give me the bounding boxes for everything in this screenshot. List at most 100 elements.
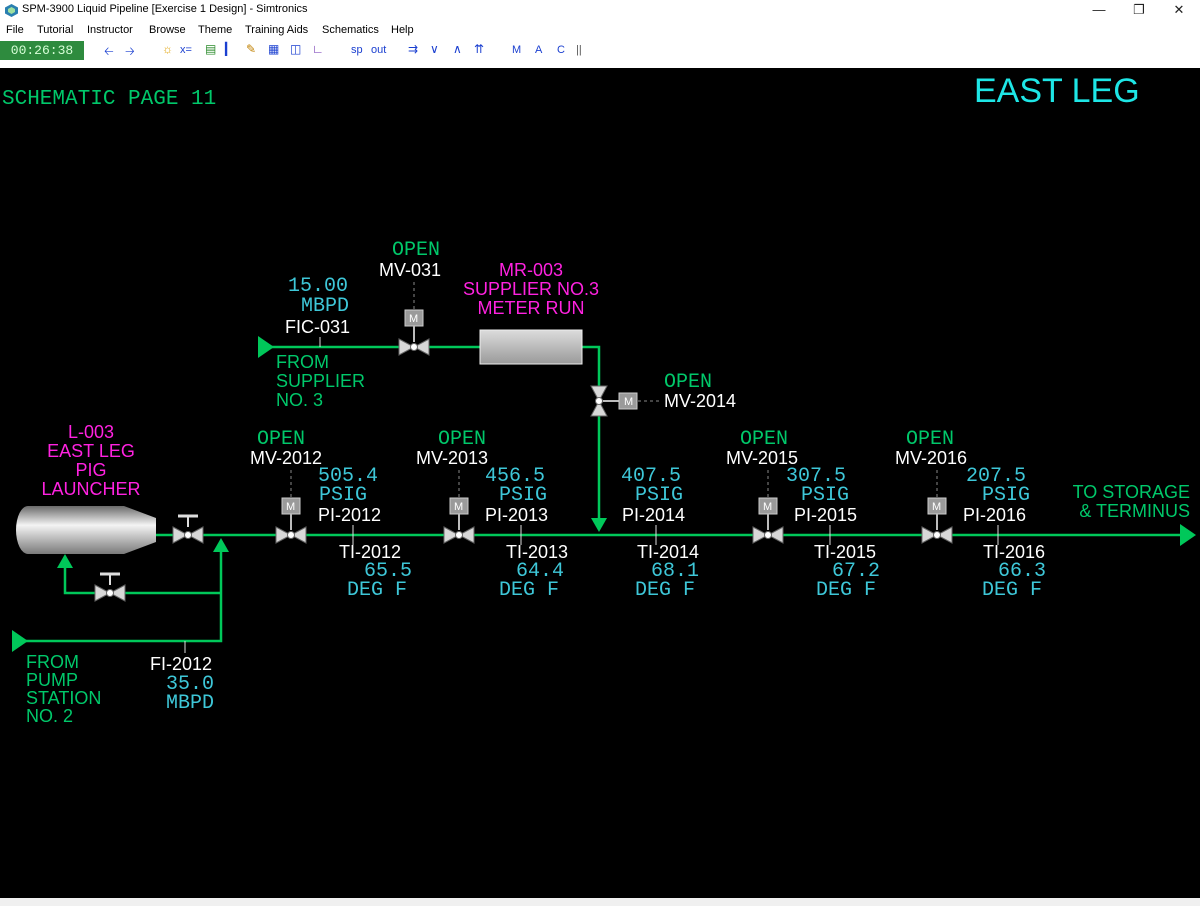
pi-2016-tag[interactable]: PI-2016 (963, 505, 1027, 525)
pi-2015-unit: PSIG (801, 484, 850, 507)
to-storage-label: TO STORAGE& TERMINUS (1072, 482, 1190, 521)
ti-2013-tag[interactable]: TI-2013 (506, 542, 569, 562)
pi-2014-tag[interactable]: PI-2014 (622, 505, 686, 525)
ti-2016-unit: DEG F (982, 579, 1043, 602)
launcher-bypass-valve[interactable] (94, 584, 126, 602)
mv-2015-status: OPEN (740, 428, 789, 451)
pi-2015-value: 307.5 (786, 465, 847, 488)
pig-launcher-vessel[interactable] (16, 506, 156, 554)
mv-2013-status: OPEN (438, 428, 487, 451)
mv-2015-valve[interactable] (752, 470, 784, 544)
back-arrow-icon[interactable]: 🡠 (104, 44, 114, 58)
auto-button[interactable]: A (535, 44, 543, 56)
mv-031-tag[interactable]: MV-031 (379, 260, 442, 280)
fi-2012-tag[interactable]: FI-2012 (150, 654, 213, 674)
instrument-ticks (184, 337, 999, 653)
fic-031-unit: MBPD (301, 295, 350, 318)
pi-2012-unit: PSIG (319, 484, 368, 507)
pi-2015-tag[interactable]: PI-2015 (794, 505, 858, 525)
mv-2016-valve[interactable] (921, 470, 953, 544)
svg-text:M: M (624, 396, 633, 408)
pi-2013-unit: PSIG (499, 484, 548, 507)
chevron-up-icon[interactable]: ∧ (453, 42, 462, 56)
launcher-outlet-valve[interactable] (172, 526, 204, 544)
svg-text:M: M (409, 313, 418, 325)
menu-theme[interactable]: Theme (198, 24, 233, 36)
menu-tutorial[interactable]: Tutorial (37, 24, 74, 36)
grid-icon[interactable]: ▦ (268, 42, 280, 56)
list-icon[interactable]: ▤ (205, 42, 217, 56)
menu-browse[interactable]: Browse (149, 24, 186, 36)
menu-instructor[interactable]: Instructor (87, 24, 133, 36)
pi-2013-tag[interactable]: PI-2013 (485, 505, 549, 525)
out-button[interactable]: out (371, 44, 387, 56)
sim-clock: 00:26:38 (0, 41, 84, 60)
app-icon (5, 4, 18, 17)
pi-2016-value: 207.5 (966, 465, 1027, 488)
restore-button[interactable]: ❐ (1133, 2, 1145, 17)
trend-icon[interactable]: ✎ (246, 42, 257, 56)
fic-031-tag[interactable]: FIC-031 (285, 317, 351, 337)
menu-file[interactable]: File (6, 24, 24, 36)
pipes (20, 345, 1180, 643)
cascade-button[interactable]: C (557, 44, 565, 56)
manual-button[interactable]: M (512, 44, 522, 56)
ti-2015-tag[interactable]: TI-2015 (814, 542, 877, 562)
close-button[interactable]: ✕ (1173, 2, 1185, 17)
schematic-page-label: SCHEMATIC PAGE 11 (2, 88, 217, 111)
page-title: EAST LEG (974, 72, 1140, 110)
mv-2016-tag[interactable]: MV-2016 (895, 448, 968, 468)
double-chevron-up-icon[interactable]: ⇈ (474, 42, 485, 56)
ti-2012-tag[interactable]: TI-2012 (339, 542, 402, 562)
ti-2012-value: 65.5 (364, 560, 413, 583)
bar-icon[interactable]: ▎ (225, 42, 235, 56)
pi-2012-tag[interactable]: PI-2012 (318, 505, 382, 525)
fi-2012-unit: MBPD (166, 692, 215, 715)
variable-icon[interactable]: x= (180, 44, 192, 56)
ti-2014-tag[interactable]: TI-2014 (637, 542, 700, 562)
mv-2013-valve[interactable] (443, 470, 475, 544)
toolbar: 00:26:38 🡠 🡢 ☼ x= ▤ ▎ ✎ ▦ ◫ ∟ sp out ⇉ ∨… (0, 40, 1200, 62)
mv-2014-tag[interactable]: MV-2014 (664, 391, 737, 411)
mv-2015-tag[interactable]: MV-2015 (726, 448, 799, 468)
ti-2014-unit: DEG F (635, 579, 696, 602)
mv-2016-status: OPEN (906, 428, 955, 451)
window-bottom-edge (0, 898, 1200, 906)
flow-arrows (12, 336, 1196, 652)
forward-arrow-icon[interactable]: 🡢 (125, 44, 135, 58)
pi-2014-value: 407.5 (621, 465, 682, 488)
ti-2016-tag[interactable]: TI-2016 (983, 542, 1046, 562)
pi-2012-value: 505.4 (318, 465, 379, 488)
menu-help[interactable]: Help (391, 24, 414, 36)
minimize-button[interactable]: — (1092, 2, 1106, 17)
mv-2012-status: OPEN (257, 428, 306, 451)
mv-2012-valve[interactable] (275, 470, 307, 544)
mv-2012-tag[interactable]: MV-2012 (250, 448, 323, 468)
mv-2014-status: OPEN (664, 371, 713, 394)
menu-training-aids[interactable]: Training Aids (245, 24, 309, 36)
chart-icon[interactable]: ∟ (312, 42, 324, 56)
sp-button[interactable]: sp (351, 44, 363, 56)
chevron-down-icon[interactable]: ∨ (430, 42, 439, 56)
mv-2014-valve[interactable] (590, 385, 662, 417)
toolbar-separator: || (576, 44, 582, 56)
ti-2015-unit: DEG F (816, 579, 877, 602)
svg-text:M: M (932, 501, 941, 513)
mv-2013-tag[interactable]: MV-2013 (416, 448, 489, 468)
meter-run-box[interactable] (479, 329, 583, 365)
mv-031-valve[interactable] (398, 282, 430, 356)
schematic-icon[interactable]: ◫ (290, 42, 302, 56)
mv-031-status: OPEN (392, 239, 441, 262)
menu-schematics[interactable]: Schematics (322, 24, 379, 36)
svg-text:M: M (454, 501, 463, 513)
double-chevron-down-icon[interactable]: ⇉ (408, 42, 419, 56)
ti-2015-value: 67.2 (832, 560, 881, 583)
ti-2012-unit: DEG F (347, 579, 408, 602)
title-bar: SPM-3900 Liquid Pipeline [Exercise 1 Des… (0, 0, 1200, 22)
ti-2013-value: 64.4 (516, 560, 565, 583)
sun-icon[interactable]: ☼ (162, 42, 173, 56)
